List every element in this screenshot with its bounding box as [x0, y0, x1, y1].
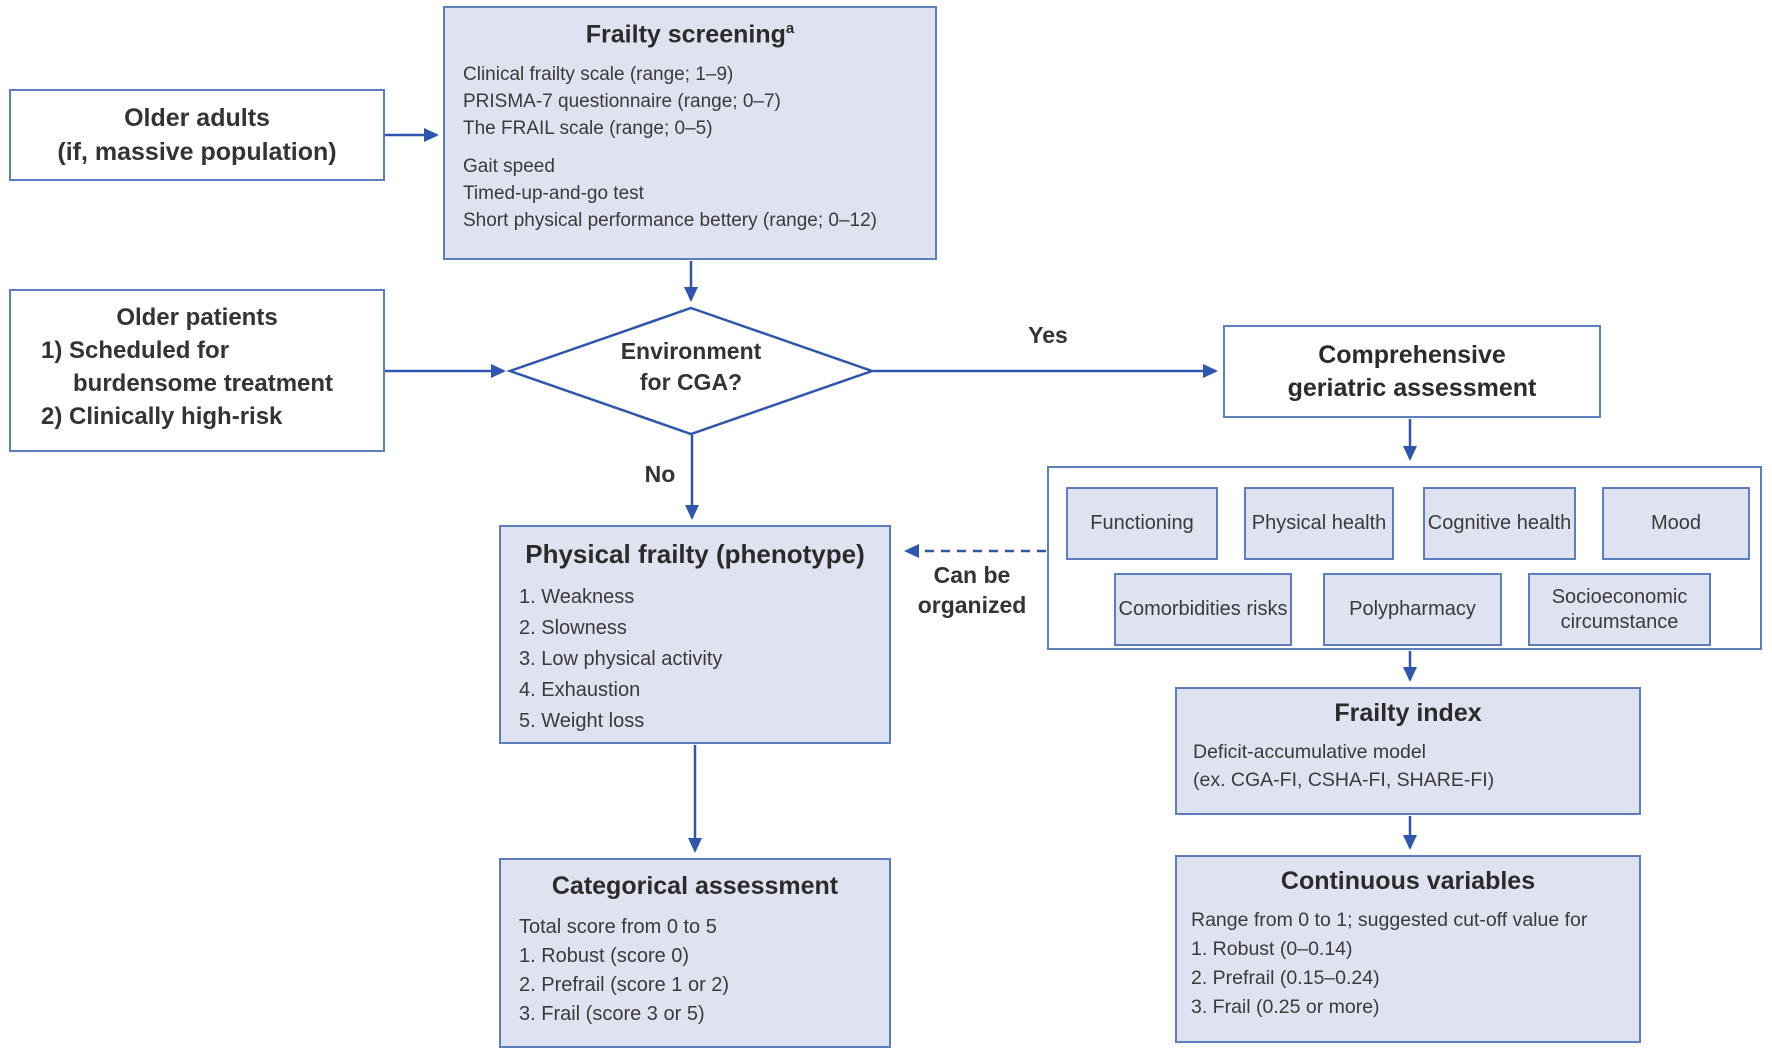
physical-frailty-title: Physical frailty (phenotype) — [525, 539, 865, 569]
domain-physical-health: Physical health — [1244, 487, 1394, 560]
categorical-line: 2. Prefrail (score 1 or 2) — [519, 974, 730, 996]
domain-mood: Mood — [1602, 487, 1750, 560]
can-be-organized-label: Can be organized — [897, 560, 1047, 620]
screening-tool-item: The FRAIL scale (range; 0–5) — [463, 118, 713, 140]
frailty-screening-box: Frailty screeninga Clinical frailty scal… — [443, 6, 937, 260]
screening-tool-item: PRISMA-7 questionnaire (range; 0–7) — [463, 91, 781, 113]
domain-functioning: Functioning — [1066, 487, 1218, 560]
phenotype-item: 5. Weight loss — [519, 710, 645, 732]
domain-comorbidities-risks: Comorbidities risks — [1114, 573, 1292, 646]
domain-cognitive-health: Cognitive health — [1423, 487, 1576, 560]
categorical-line: Total score from 0 to 5 — [519, 916, 717, 938]
older-adults-line1: Older adults — [124, 104, 270, 132]
can-be-organized-line1: Can be — [933, 562, 1011, 588]
phenotype-item: 1. Weakness — [519, 586, 635, 608]
no-edge-label: No — [644, 461, 676, 487]
frailty-screening-footnote-mark: a — [785, 20, 795, 37]
continuous-line: 2. Prefrail (0.15–0.24) — [1191, 967, 1380, 989]
yes-edge-label: Yes — [1028, 322, 1068, 348]
frailty-index-box: Frailty index Deficit-accumulative model… — [1175, 687, 1641, 815]
cga-line1: Comprehensive — [1318, 340, 1506, 369]
frailty-screening-title-text: Frailty screening — [585, 20, 786, 49]
physical-frailty-box: Physical frailty (phenotype) 1. Weakness… — [499, 525, 891, 744]
phenotype-item: 4. Exhaustion — [519, 679, 641, 701]
domain-socioeconomic-circumstance: Socioeconomic circumstance — [1528, 573, 1711, 646]
screening-tool-item: Timed-up-and-go test — [463, 183, 644, 205]
screening-tool-item: Gait speed — [463, 156, 555, 178]
frailty-index-line: (ex. CGA-FI, CSHA-FI, SHARE-FI) — [1193, 769, 1495, 791]
frailty-screening-title: Frailty screeninga — [445, 20, 935, 49]
can-be-organized-line2: organized — [917, 592, 1027, 618]
decision-line1: Environment — [620, 338, 762, 364]
continuous-line: 1. Robust (0–0.14) — [1191, 938, 1353, 960]
domain-polypharmacy: Polypharmacy — [1323, 573, 1502, 646]
older-patients-item: 1) Scheduled for — [41, 337, 230, 364]
categorical-line: 1. Robust (score 0) — [519, 945, 690, 967]
screening-tool-item: Short physical performance bettery (rang… — [463, 210, 877, 232]
older-adults-line2: (if, massive population) — [57, 138, 337, 166]
continuous-line: 3. Frail (0.25 or more) — [1191, 996, 1380, 1018]
decision-line2: for CGA? — [639, 369, 743, 395]
continuous-variables-box: Continuous variables Range from 0 to 1; … — [1175, 855, 1641, 1043]
older-patients-title: Older patients — [116, 304, 278, 331]
older-adults-box: Older adults (if, massive population) — [9, 89, 385, 181]
decision-label: Environment for CGA? — [541, 336, 841, 398]
older-patients-item: burdensome treatment — [73, 370, 334, 397]
frailty-index-title: Frailty index — [1334, 699, 1482, 727]
cga-box: Comprehensive geriatric assessment — [1223, 325, 1601, 418]
older-patients-item: 2) Clinically high-risk — [41, 403, 283, 430]
older-patients-box: Older patients 1) Scheduled for burdenso… — [9, 289, 385, 452]
continuous-line: Range from 0 to 1; suggested cut-off val… — [1191, 909, 1588, 931]
categorical-assessment-box: Categorical assessment Total score from … — [499, 858, 891, 1048]
frailty-index-line: Deficit-accumulative model — [1193, 741, 1427, 763]
cga-line2: geriatric assessment — [1287, 373, 1537, 402]
categorical-assessment-title: Categorical assessment — [551, 872, 839, 900]
screening-tool-item: Clinical frailty scale (range; 1–9) — [463, 64, 734, 86]
phenotype-item: 3. Low physical activity — [519, 648, 723, 670]
phenotype-item: 2. Slowness — [519, 617, 627, 639]
continuous-variables-title: Continuous variables — [1280, 867, 1536, 895]
categorical-line: 3. Frail (score 3 or 5) — [519, 1003, 705, 1025]
